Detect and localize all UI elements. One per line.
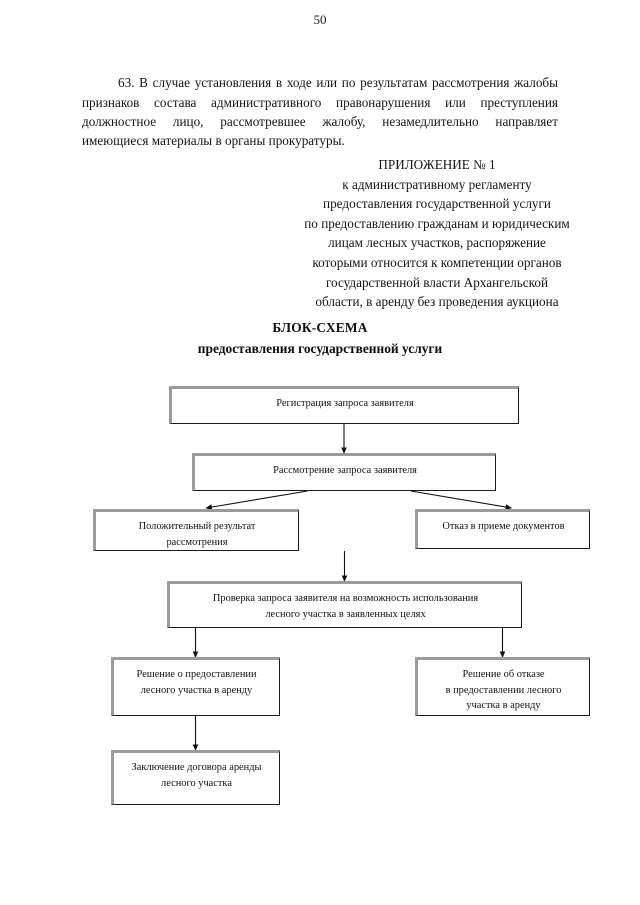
appendix-line-1: к административному регламенту: [342, 176, 532, 192]
flow-node-n1: Регистрация запроса заявителя: [169, 386, 519, 424]
flow-node-label: Проверка запроса заявителя на возможност…: [212, 593, 479, 620]
appendix-block: ПРИЛОЖЕНИЕ № 1 к административному регла…: [282, 155, 592, 312]
scheme-title: БЛОК-СХЕМА: [272, 320, 368, 335]
page-number: 50: [313, 12, 327, 27]
flow-node-n4: Проверка запроса заявителя на возможност…: [167, 581, 522, 628]
appendix-line-7: области, в аренду без проведения аукцион…: [315, 294, 559, 310]
appendix-line-6: государственной власти Архангельской: [325, 274, 549, 290]
appendix-line-4: лицам лесных участков, распоряжение: [328, 235, 546, 251]
body-paragraph: 63. В случае установления в ходе или по …: [82, 75, 558, 149]
appendix-line-3: по предоставлению гражданам и юридически…: [304, 215, 570, 231]
flow-node-label: Регистрация запроса заявителя: [276, 398, 414, 409]
scheme-subtitle: предоставления государственной услуги: [197, 341, 443, 356]
appendix-line-5: которыми относится к компетенции органов: [312, 254, 562, 270]
flow-node-label: Отказ в приеме документов: [442, 521, 565, 532]
flow-node-n3b: Отказ в приеме документов: [415, 509, 590, 549]
appendix-line-2: предоставления государственной услуги: [323, 196, 551, 212]
flow-node-n2: Рассмотрение запроса заявителя: [192, 453, 496, 491]
flow-node-label: Рассмотрение запроса заявителя: [273, 465, 417, 476]
appendix-title: ПРИЛОЖЕНИЕ № 1: [378, 157, 496, 172]
